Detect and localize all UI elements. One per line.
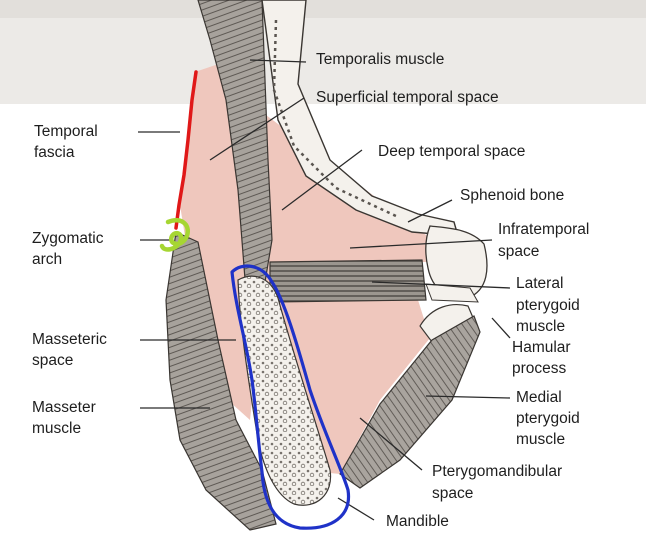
label-medial-pterygoid-line2: pterygoid <box>516 409 580 429</box>
label-masseter-muscle-line1: Masseter <box>32 398 96 418</box>
label-superficial-temporal-space: Superficial temporal space <box>316 88 499 108</box>
label-hamular-process-line1: Hamular <box>512 338 571 358</box>
label-masseteric-space-line2: space <box>32 351 73 371</box>
label-medial-pterygoid-line3: muscle <box>516 430 565 450</box>
label-zygomatic-arch-line2: arch <box>32 250 62 270</box>
label-pterygomandibular-line2: space <box>432 484 473 504</box>
label-masseter-muscle-line2: muscle <box>32 419 81 439</box>
label-hamular-process-line2: process <box>512 359 566 379</box>
label-masseteric-space-line1: Masseteric <box>32 330 107 350</box>
label-pterygomandibular-line1: Pterygomandibular <box>432 462 562 482</box>
label-zygomatic-arch-line1: Zygomatic <box>32 229 104 249</box>
label-deep-temporal-space: Deep temporal space <box>378 142 525 162</box>
label-infratemporal-space-line1: Infratemporal <box>498 220 589 240</box>
label-infratemporal-space-line2: space <box>498 242 539 262</box>
label-lateral-pterygoid-line1: Lateral <box>516 274 563 294</box>
label-sphenoid-bone: Sphenoid bone <box>460 186 564 206</box>
lateral-pterygoid-muscle <box>270 260 426 302</box>
label-temporal-fascia-line2: fascia <box>34 143 75 163</box>
label-temporal-fascia-line1: Temporal <box>34 122 98 142</box>
label-temporalis-muscle: Temporalis muscle <box>316 50 444 70</box>
label-lateral-pterygoid-line2: pterygoid <box>516 296 580 316</box>
label-lateral-pterygoid-line3: muscle <box>516 317 565 337</box>
label-medial-pterygoid-line1: Medial <box>516 388 562 408</box>
label-mandible: Mandible <box>386 512 449 532</box>
